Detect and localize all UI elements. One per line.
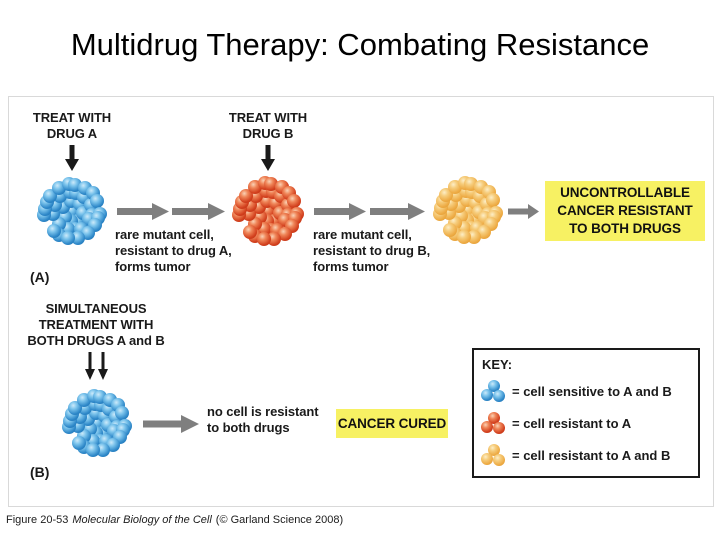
arrow-right-icon — [117, 203, 169, 220]
red-cells-icon — [481, 412, 507, 436]
tumor-cluster-red — [231, 174, 306, 249]
key-heading: KEY: — [482, 357, 513, 372]
arrow-right-icon — [172, 203, 225, 220]
page-title: Multidrug Therapy: Combating Resistance — [70, 27, 650, 62]
arrow-down-icon — [85, 352, 95, 380]
rare-mutant-a-label: rare mutant cell, resistant to drug A, f… — [115, 227, 232, 274]
panel-a-label: (A) — [30, 269, 50, 285]
tumor-cluster-blue-a — [36, 175, 109, 248]
panel-b-label: (B) — [30, 464, 50, 480]
arrow-down-icon — [98, 352, 108, 380]
publisher-credit: (© Garland Science 2008) — [215, 514, 344, 526]
no-cell-resistant-label: no cell is resistant to both drugs — [207, 404, 319, 435]
cancer-cured-callout: CANCER CURED — [336, 409, 448, 438]
treat-with-drug-b-label: TREAT WITH DRUG B — [228, 110, 308, 141]
key-label: = cell sensitive to A and B — [512, 384, 672, 399]
tumor-cluster-blue-b — [61, 387, 134, 460]
arrow-right-icon — [508, 204, 539, 219]
arrow-right-icon — [314, 203, 366, 220]
orange-cells-icon — [481, 444, 507, 468]
tumor-cluster-orange — [432, 174, 505, 247]
rare-mutant-b-label: rare mutant cell, resistant to drug B, f… — [313, 227, 431, 274]
key-box: KEY: = cell sensitive to A and B = cell … — [472, 348, 700, 478]
arrow-right-icon — [370, 203, 425, 220]
figure-number: Figure 20-53 — [6, 514, 69, 526]
key-label: = cell resistant to A and B — [512, 448, 671, 463]
blue-cells-icon — [481, 380, 507, 404]
arrow-right-icon — [143, 415, 199, 433]
key-row: = cell sensitive to A and B — [474, 380, 698, 406]
key-row: = cell resistant to A — [474, 412, 698, 438]
key-label: = cell resistant to A — [512, 416, 632, 431]
book-title: Molecular Biology of the Cell — [72, 514, 212, 526]
arrow-down-icon — [65, 145, 79, 171]
key-row: = cell resistant to A and B — [474, 444, 698, 470]
simultaneous-treatment-label: SIMULTANEOUS TREATMENT WITH BOTH DRUGS A… — [27, 301, 165, 348]
uncontrollable-cancer-callout: UNCONTROLLABLE CANCER RESISTANT TO BOTH … — [545, 181, 705, 241]
arrow-down-icon — [261, 145, 275, 171]
treat-with-drug-a-label: TREAT WITH DRUG A — [32, 110, 112, 141]
